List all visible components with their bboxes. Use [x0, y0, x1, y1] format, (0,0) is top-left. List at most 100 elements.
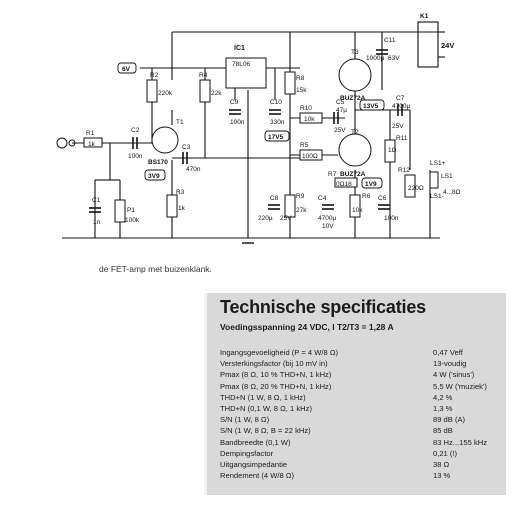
voltage-13v5: 13V5 — [363, 103, 379, 110]
c8-voltage: 25V — [280, 215, 292, 222]
c6-label: C6 — [378, 195, 387, 202]
c4-value: 4700µ — [318, 215, 336, 222]
spec-row: THD+N (0,1 W, 8 Ω, 1 kHz)1,3 % — [220, 404, 504, 416]
circuit-schematic: IC1 78L06 K1 24V R1 1k P1 100k C1 1n C2 … — [56, 13, 461, 244]
c5-voltage: 25V — [334, 127, 346, 134]
t1-part: BS170 — [148, 159, 168, 166]
spec-label: Versterkingsfactor (bij 10 mV in) — [220, 359, 328, 369]
c3-label: C3 — [182, 144, 191, 151]
spec-label: S/N (1 W, 8 Ω) — [220, 415, 270, 425]
c11-value: 1000µ — [366, 55, 384, 62]
spec-row: Pmax (8 Ω, 10 % THD+N, 1 kHz)4 W ('sinus… — [220, 370, 504, 382]
spec-label: THD+N (1 W, 8 Ω, 1 kHz) — [220, 392, 306, 402]
c7-value: 4700µ — [392, 103, 410, 110]
r2-label: R2 — [150, 72, 159, 79]
r12-value: 220Ω — [408, 185, 424, 192]
r7-value: 0Ω18 — [336, 181, 352, 188]
spec-value: 5,5 W ('muziek') — [433, 381, 487, 391]
r6-label: R6 — [362, 193, 371, 200]
panel-edge — [204, 293, 207, 495]
p1-label: P1 — [127, 207, 135, 214]
r11-label: R11 — [396, 135, 408, 142]
ls1-plus-label: LS1+ — [430, 160, 446, 167]
c9-value: 100n — [230, 119, 245, 126]
spec-label: Pmax (8 Ω, 20 % THD+N, 1 kHz) — [220, 381, 332, 391]
r8-value: 15k — [296, 87, 307, 94]
r1-label: R1 — [86, 130, 95, 137]
c11-voltage: 63V — [388, 55, 400, 62]
c7-voltage: 25V — [392, 123, 404, 130]
spec-value: 0,47 Veff — [433, 348, 463, 357]
voltage-3v9: 3V9 — [148, 173, 160, 180]
r10-label: R10 — [300, 105, 312, 112]
r5-label: R5 — [300, 142, 309, 149]
spec-label: Uitgangsimpedantie — [220, 460, 288, 469]
c4-voltage: 10V — [322, 223, 334, 230]
p1-value: 100k — [125, 217, 140, 224]
spec-row: Ingangsgevoeligheid (P = 4 W/8 Ω) 0,47 Ve… — [220, 348, 504, 360]
spec-row: Pmax (8 Ω, 20 % THD+N, 1 kHz) 5,5 W ('muz… — [220, 382, 504, 394]
c6-value: 100n — [384, 215, 399, 222]
c11-label: C11 — [384, 37, 396, 44]
c10-value: 330n — [270, 119, 285, 126]
spec-value: 13-voudig — [433, 359, 467, 369]
spec-value: 89 dB (A) — [433, 415, 466, 425]
spec-row: Versterkingsfactor (bij 10 mV in) 13-voud… — [220, 359, 504, 371]
spec-value: 13 % — [433, 471, 451, 481]
spec-label: THD+N (0,1 W, 8 Ω, 1 kHz) — [220, 404, 312, 413]
ic1-label: IC1 — [234, 45, 245, 52]
c2-value: 100n — [128, 153, 143, 160]
spec-row: S/N (1 W, 8 Ω) 89 dB (A) — [220, 415, 504, 427]
c8-label: C8 — [270, 195, 279, 202]
r11-value: 1Ω — [388, 147, 397, 154]
ic1-part: 78L06 — [232, 61, 250, 68]
supply-label: 24V — [441, 41, 454, 50]
spec-title: Technische specificaties — [220, 297, 426, 317]
c4-label: C4 — [318, 195, 327, 202]
c5-value: 47µ — [336, 107, 347, 114]
r1-value: 1k — [88, 141, 96, 148]
k1-label: K1 — [420, 13, 429, 20]
c10-label: C10 — [270, 99, 282, 106]
figure-caption: de FET-amp met buizenklank. — [99, 264, 212, 274]
r3-label: R3 — [176, 189, 185, 196]
c7-label: C7 — [396, 95, 405, 102]
c1-value: 1n — [93, 219, 101, 226]
r3-value: 1k — [178, 205, 186, 212]
c1-label: C1 — [92, 197, 101, 204]
voltage-17v5: 17V5 — [268, 134, 284, 141]
spec-row: S/N (1 W, 8 Ω, B = 22 kHz)85 dB — [220, 426, 504, 438]
ls1-label: LS1 — [441, 173, 453, 180]
spec-value: 0,21 (!) — [433, 448, 458, 458]
t3-label: T3 — [351, 49, 359, 56]
t2-label: T2 — [351, 129, 359, 136]
c2-label: C2 — [131, 127, 140, 134]
spec-value: 85 dB — [433, 426, 453, 436]
voltage-1v9: 1V9 — [365, 181, 377, 188]
spec-label: Dempingsfactor — [220, 448, 274, 458]
c9-label: C9 — [230, 99, 239, 106]
spec-label: Ingangsgevoeligheid (P = 4 W/8 Ω) — [220, 348, 339, 357]
c5-label: C5 — [336, 99, 345, 106]
spec-value: 83 Hz...155 kHz — [433, 437, 488, 447]
spec-label: Rendement (4 W/8 Ω) — [220, 471, 295, 481]
spec-value: 4 W ('sinus') — [433, 370, 475, 380]
r10-value: 10k — [304, 116, 315, 123]
r12-label: R12 — [398, 167, 410, 174]
r9-label: R9 — [296, 193, 305, 200]
spec-panel: Technische specificaties Voedingsspannin… — [204, 293, 506, 495]
r6-value: 10k — [352, 207, 363, 214]
spec-row: THD+N (1 W, 8 Ω, 1 kHz) 4,2 % — [220, 393, 504, 405]
r9-value: 27k — [296, 207, 307, 214]
r4-label: R4 — [199, 72, 208, 79]
r5-value: 100Ω — [302, 153, 318, 160]
spec-label: Bandbreedte (0,1 W) — [220, 437, 291, 447]
spec-value: 4,2 % — [433, 392, 453, 402]
c8-value: 220µ — [258, 215, 273, 222]
t1-label: T1 — [176, 119, 184, 126]
r7-label: R7 — [328, 171, 337, 178]
t2-part: BUZ72A — [340, 171, 366, 178]
r2-value: 220k — [158, 90, 173, 97]
ls1-impedance: 4...8Ω — [443, 189, 461, 196]
